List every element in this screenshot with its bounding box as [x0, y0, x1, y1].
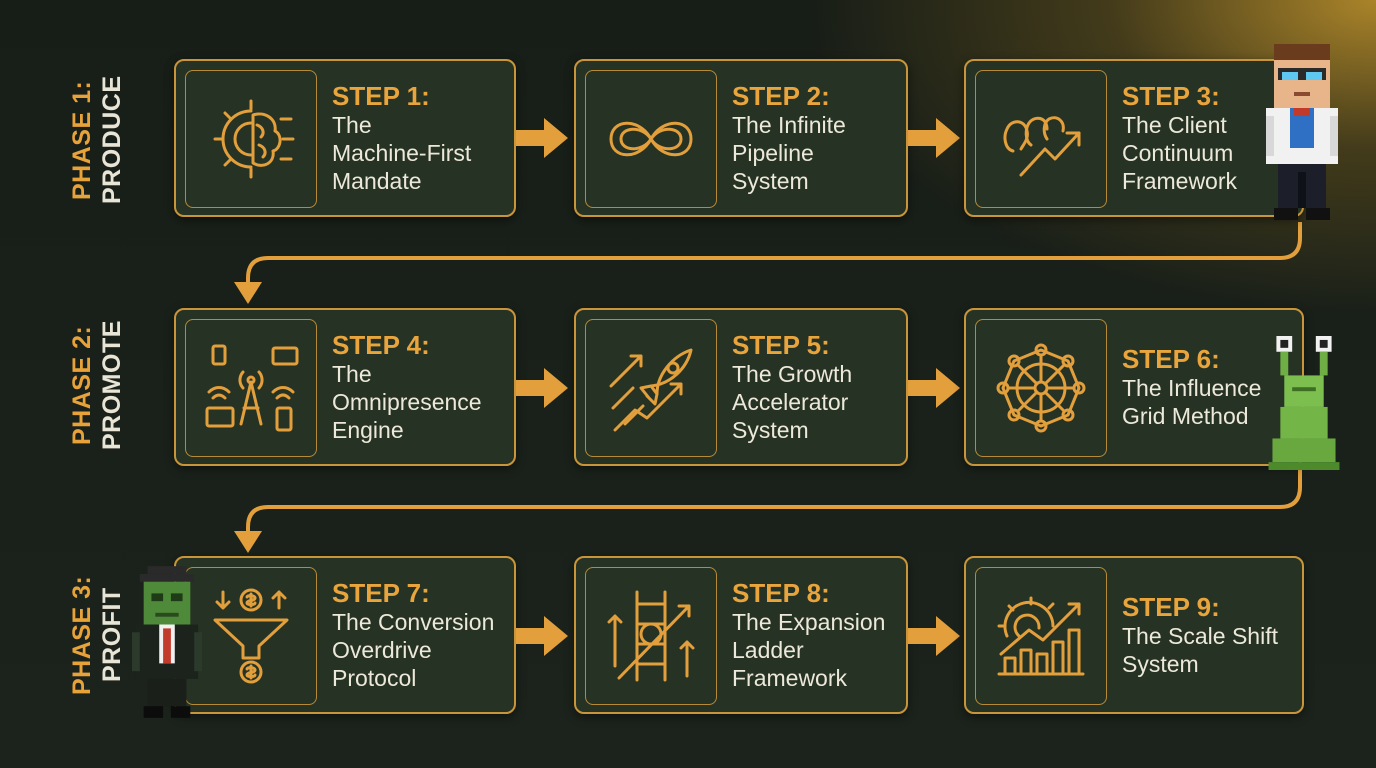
pixel-slug-character — [1268, 336, 1340, 470]
rocket-icon — [585, 319, 717, 457]
people-growth-icon — [975, 70, 1107, 208]
pixel-businessman-character — [132, 566, 202, 718]
gear-chart-icon — [975, 567, 1107, 705]
step-title: The Machine-First Mandate — [332, 112, 472, 194]
step-9-card: STEP 9: The Scale Shift System — [964, 556, 1304, 714]
infinity-icon — [585, 70, 717, 208]
step-6-card: STEP 6: The Influence Grid Method — [964, 308, 1304, 466]
arrow-right-icon — [908, 368, 960, 408]
step-title: The Growth Accelerator System — [732, 361, 853, 443]
step-number: STEP 4: — [332, 330, 430, 360]
step-title: The Infinite Pipeline System — [732, 112, 846, 194]
network-grid-icon — [975, 319, 1107, 457]
phase-2-label: PHASE 2: PROMOTE — [68, 320, 126, 450]
step-number: STEP 5: — [732, 330, 830, 360]
step-5-card: STEP 5: The Growth Accelerator System — [574, 308, 908, 466]
step-number: STEP 6: — [1122, 344, 1220, 374]
step-title: The Omnipresence Engine — [332, 361, 482, 443]
step-number: STEP 9: — [1122, 592, 1220, 622]
step-title: The Influence Grid Method — [1122, 375, 1262, 429]
step-2-card: STEP 2: The Infinite Pipeline System — [574, 59, 908, 217]
step-3-card: STEP 3: The Client Continuum Framework — [964, 59, 1304, 217]
funnel-icon — [185, 567, 317, 705]
step-1-card: STEP 1: The Machine-First Mandate — [174, 59, 516, 217]
gear-brain-icon — [185, 70, 317, 208]
step-number: STEP 3: — [1122, 81, 1220, 111]
step-title: The Conversion Overdrive Protocol — [332, 609, 495, 691]
phase-1-label: PHASE 1: PRODUCE — [68, 75, 126, 205]
pixel-scientist-character — [1266, 44, 1338, 220]
arrow-right-icon — [516, 118, 568, 158]
step-number: STEP 2: — [732, 81, 830, 111]
step-title: The Client Continuum Framework — [1122, 112, 1238, 194]
step-number: STEP 7: — [332, 578, 430, 608]
arrow-right-icon — [908, 616, 960, 656]
step-7-card: STEP 7: The Conversion Overdrive Protoco… — [174, 556, 516, 714]
ladder-icon — [585, 567, 717, 705]
step-4-card: STEP 4: The Omnipresence Engine — [174, 308, 516, 466]
arrow-right-icon — [516, 616, 568, 656]
step-title: The Expansion Ladder Framework — [732, 609, 886, 691]
arrow-right-icon — [516, 368, 568, 408]
step-title: The Scale Shift System — [1122, 623, 1278, 677]
arrow-right-icon — [908, 118, 960, 158]
phase-3-label: PHASE 3: PROFIT — [68, 575, 126, 695]
devices-broadcast-icon — [185, 319, 317, 457]
step-number: STEP 1: — [332, 81, 430, 111]
step-number: STEP 8: — [732, 578, 830, 608]
step-8-card: STEP 8: The Expansion Ladder Framework — [574, 556, 908, 714]
